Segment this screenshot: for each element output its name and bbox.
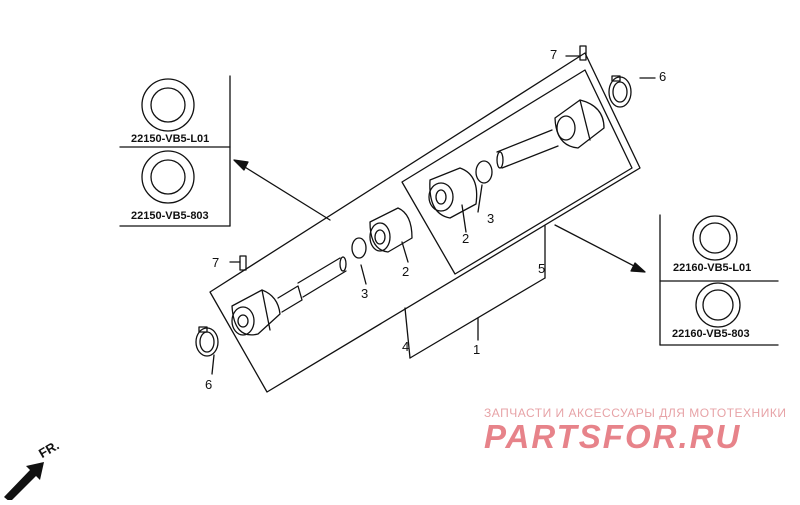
part-number-22150-l01: 22150-VB5-L01 [131, 133, 210, 145]
watermark-tagline: ЗАПЧАСТИ И АКСЕССУАРЫ ДЛЯ МОТОТЕХНИКИ [484, 406, 787, 420]
front-direction-arrow-icon [4, 462, 44, 502]
lock-ring-icon-22160-l01 [692, 215, 738, 261]
lock-ring-icon-22150-803 [141, 150, 195, 204]
left-arrowhead [233, 159, 249, 171]
left-shaft [297, 256, 347, 298]
callout-7-right: 7 [550, 47, 558, 62]
callout-7-left: 7 [212, 255, 220, 270]
right-cv-joint [554, 99, 605, 149]
right-boot-band [608, 75, 632, 108]
callout-6-right: 6 [659, 69, 667, 84]
callout-4: 4 [402, 339, 410, 354]
part-leaders [211, 55, 656, 375]
callout-6-left: 6 [205, 377, 213, 392]
right-arrowhead [630, 262, 646, 273]
lock-ring-icon-22160-803 [695, 282, 741, 328]
callout-2-left: 2 [402, 264, 410, 279]
callout-bracket [404, 225, 546, 359]
lock-ring-icon-22150-l01 [141, 78, 195, 132]
right-circlip [475, 160, 493, 184]
callout-5: 5 [538, 261, 546, 276]
left-leader-arrow [239, 163, 331, 221]
right-inner-joint [428, 167, 478, 219]
left-inner-joint [369, 207, 413, 253]
assembly-frame [209, 52, 641, 393]
right-leader-arrow [554, 224, 639, 269]
callout-2-right: 2 [462, 231, 470, 246]
part-number-22150-803: 22150-VB5-803 [131, 210, 209, 222]
callout-3-left: 3 [361, 286, 369, 301]
right-ring-callout-box [659, 214, 779, 346]
left-pin [239, 255, 247, 271]
left-boot-band [195, 326, 219, 357]
watermark-brand: PARTSFOR.RU [484, 418, 742, 455]
callout-3-right: 3 [487, 211, 495, 226]
callout-1: 1 [473, 342, 481, 357]
right-pin [579, 45, 587, 61]
left-ring-callout-box [119, 75, 231, 227]
part-number-22160-803: 22160-VB5-803 [672, 328, 750, 340]
part-number-22160-l01: 22160-VB5-L01 [673, 262, 752, 274]
right-shaft [496, 129, 559, 169]
left-cv-joint [231, 285, 303, 336]
subassembly-frame [401, 69, 633, 275]
left-circlip [351, 237, 367, 259]
